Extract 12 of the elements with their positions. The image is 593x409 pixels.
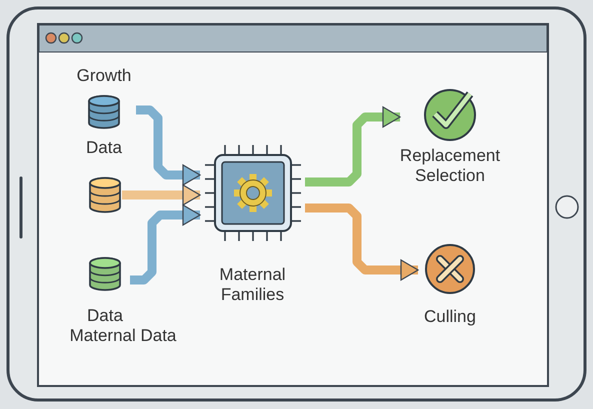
arrow	[122, 184, 201, 206]
arrow	[136, 106, 201, 186]
node-label: Data	[86, 138, 122, 158]
arrow	[305, 204, 419, 281]
node-label: Culling	[424, 307, 476, 327]
node-label: Growth	[76, 66, 132, 86]
arrow	[305, 106, 401, 186]
node-label: Data	[87, 306, 123, 326]
node-label: Maternal Families	[218, 265, 287, 305]
node-caption: Maternal Data	[68, 326, 178, 346]
node-label: Replacement Selection	[400, 146, 500, 186]
arrow	[130, 204, 201, 284]
